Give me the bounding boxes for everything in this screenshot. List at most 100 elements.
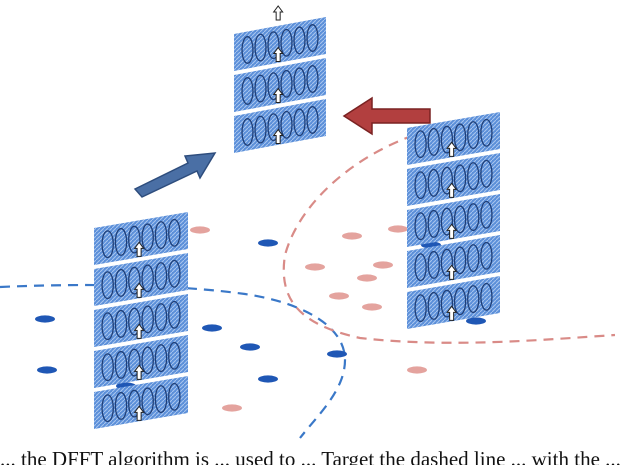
neuron — [467, 162, 480, 191]
neuron — [480, 241, 493, 270]
neuron — [267, 72, 280, 101]
neuron — [440, 125, 454, 154]
up-arrow-icon — [272, 46, 284, 63]
network-layer — [407, 235, 500, 288]
neuron — [154, 262, 168, 291]
up-arrow-icon — [272, 87, 284, 104]
neuron — [128, 307, 141, 336]
neuron — [254, 33, 267, 62]
neuron — [128, 225, 141, 254]
neuron — [467, 244, 480, 273]
neuron — [440, 166, 454, 195]
neuron — [114, 227, 128, 256]
up-arrow-icon — [446, 223, 458, 239]
up-arrow-icon — [133, 241, 145, 257]
neuron — [467, 203, 480, 232]
neuron — [414, 294, 427, 323]
up-arrow-icon — [446, 264, 458, 280]
target-to-shared-arrow — [342, 96, 431, 136]
target-network — [407, 112, 500, 329]
target-data-point — [357, 274, 377, 282]
neuron — [453, 164, 467, 193]
up-arrow-icon — [133, 405, 145, 421]
neuron — [427, 209, 440, 238]
neuron — [427, 250, 440, 279]
neuron — [467, 285, 480, 314]
domain-adaptation-figure — [0, 5, 616, 439]
neuron — [101, 312, 114, 341]
neuron — [480, 159, 493, 188]
neuron — [114, 309, 128, 338]
target-data-point — [388, 225, 408, 233]
target-data-point — [407, 366, 427, 374]
neuron — [154, 344, 168, 373]
source-data-point — [466, 317, 486, 325]
network-layer — [407, 153, 500, 206]
neuron — [293, 108, 306, 137]
neuron — [414, 171, 427, 200]
source-data-point — [202, 324, 222, 332]
neuron — [241, 77, 254, 105]
neuron — [141, 387, 154, 416]
neuron — [168, 218, 181, 247]
figure-caption: ... the DFFT algorithm is ... used to ..… — [0, 447, 621, 465]
network-layer — [407, 276, 500, 329]
neuron — [128, 389, 141, 418]
neuron — [241, 118, 254, 146]
neuron — [293, 26, 306, 55]
target-data-point — [329, 292, 349, 300]
shared-network — [234, 5, 326, 153]
neuron — [280, 69, 293, 98]
up-arrow-icon — [272, 128, 284, 145]
neuron — [154, 221, 168, 250]
neuron — [453, 287, 467, 316]
neuron — [414, 253, 427, 282]
neuron — [293, 67, 306, 96]
target-data-point — [190, 226, 210, 234]
source-network — [94, 212, 188, 429]
neuron — [267, 31, 280, 60]
neuron — [168, 259, 181, 288]
neuron — [427, 291, 440, 320]
neuron — [453, 123, 467, 152]
neuron — [101, 394, 114, 423]
neuron — [128, 348, 141, 377]
neuron — [280, 110, 293, 139]
neuron — [480, 118, 493, 147]
up-arrow-icon — [272, 5, 284, 21]
network-layer — [234, 99, 326, 153]
neuron — [267, 113, 280, 142]
neuron — [168, 382, 181, 411]
target-data-point — [305, 263, 325, 271]
up-arrow-icon — [446, 182, 458, 198]
up-arrow-icon — [133, 323, 145, 339]
source-data-point — [327, 350, 347, 358]
neuron — [414, 130, 427, 159]
neuron — [306, 106, 319, 134]
neuron — [440, 207, 454, 236]
neuron — [114, 350, 128, 379]
neuron — [141, 223, 154, 252]
neuron — [101, 271, 114, 300]
neuron — [427, 127, 440, 156]
source-data-point — [37, 366, 57, 374]
network-layer — [94, 212, 188, 265]
neuron — [280, 28, 293, 57]
network-layer — [94, 335, 188, 388]
neuron — [154, 385, 168, 414]
neuron — [114, 391, 128, 420]
target-data-point — [222, 404, 242, 412]
neuron — [427, 168, 440, 197]
network-layer — [407, 194, 500, 247]
neuron — [306, 24, 319, 52]
up-arrow-icon — [133, 364, 145, 380]
neuron — [453, 246, 467, 275]
neuron — [141, 346, 154, 375]
up-arrow-icon — [133, 282, 145, 298]
source-data-point — [258, 375, 278, 383]
network-layer — [407, 112, 500, 165]
neuron — [440, 289, 454, 318]
neuron — [453, 205, 467, 234]
network-layer — [94, 253, 188, 306]
source-data-point — [258, 239, 278, 247]
